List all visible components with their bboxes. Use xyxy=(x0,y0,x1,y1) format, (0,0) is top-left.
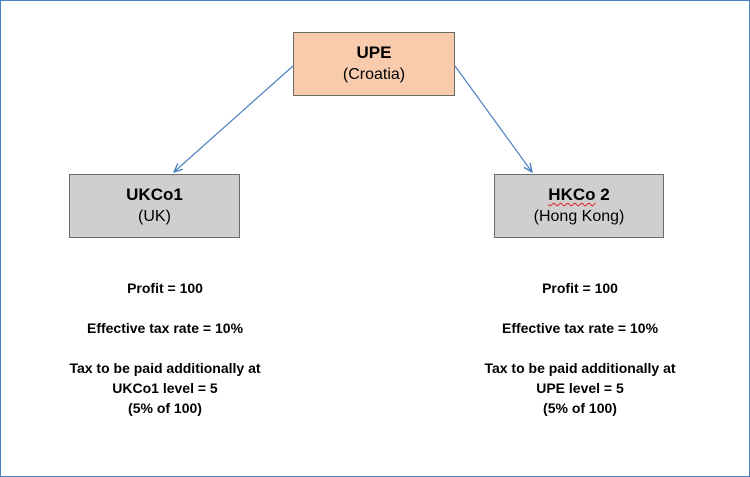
hkco2-additional-line2: UPE level = 5 xyxy=(536,380,624,396)
arrow-upe-to-ukco1 xyxy=(174,65,294,172)
node-hkco2-title-prefix: HKCo xyxy=(548,185,596,204)
ukco1-additional-line2: UKCo1 level = 5 xyxy=(112,380,218,396)
node-ukco1-title: UKCo1 xyxy=(126,185,183,204)
ukco1-additional-line3: (5% of 100) xyxy=(128,400,202,416)
hkco2-additional-line3: (5% of 100) xyxy=(543,400,617,416)
ukco1-profit: Profit = 100 xyxy=(127,280,203,296)
ukco1-tax-info: Profit = 100 Effective tax rate = 10% Ta… xyxy=(40,278,290,418)
arrow-upe-to-hkco2 xyxy=(454,65,532,172)
node-hkco2: HKCo 2 (Hong Kong) xyxy=(494,174,664,238)
node-upe-title: UPE xyxy=(356,43,392,62)
node-upe-subtitle: (Croatia) xyxy=(342,66,406,83)
hkco2-tax-rate: Effective tax rate = 10% xyxy=(501,320,659,336)
node-hkco2-subtitle: (Hong Kong) xyxy=(533,208,625,225)
node-hkco2-title-suffix: 2 xyxy=(595,185,610,204)
hkco2-profit: Profit = 100 xyxy=(542,280,618,296)
ukco1-additional-line1: Tax to be paid additionally at xyxy=(69,360,261,376)
node-upe: UPE (Croatia) xyxy=(293,32,455,96)
hkco2-additional-line1: Tax to be paid additionally at xyxy=(484,360,676,376)
node-hkco2-title: HKCo 2 xyxy=(548,184,609,206)
hkco2-tax-info: Profit = 100 Effective tax rate = 10% Ta… xyxy=(455,278,705,418)
node-ukco1: UKCo1 (UK) xyxy=(69,174,240,238)
node-ukco1-subtitle: (UK) xyxy=(138,208,171,225)
ukco1-tax-rate: Effective tax rate = 10% xyxy=(86,320,244,336)
